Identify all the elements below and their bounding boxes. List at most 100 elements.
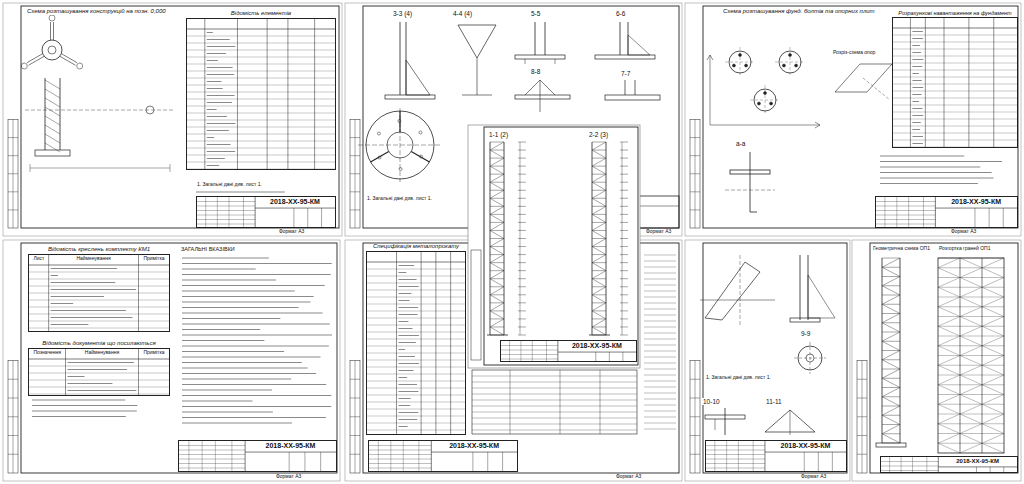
- grid-line: [367, 380, 465, 381]
- line-work: [472, 418, 637, 419]
- grid-line: [832, 452, 833, 471]
- line-work: [882, 397, 900, 406]
- line-work: [490, 295, 504, 303]
- line-work: [938, 336, 1004, 337]
- line-work: [862, 361, 863, 474]
- grid-line: [367, 310, 465, 311]
- line-work: [960, 434, 982, 444]
- line-work: [490, 182, 504, 183]
- grid-line: [367, 429, 465, 430]
- circle-detail: [782, 64, 785, 67]
- line-work: [644, 381, 676, 382]
- line-work: [32, 399, 125, 400]
- line-work: [490, 150, 504, 158]
- line-work: [600, 370, 601, 434]
- grid-line: [367, 401, 465, 402]
- cell-fill: [399, 314, 418, 315]
- frame-rect: [685, 240, 850, 481]
- line-work: [592, 238, 606, 239]
- grid-line: [29, 372, 169, 373]
- grid-line: [910, 18, 911, 147]
- line-work: [938, 375, 960, 385]
- circle-detail: [398, 120, 401, 123]
- line-work: [592, 262, 606, 263]
- line-work: [938, 365, 960, 375]
- line-work: [960, 356, 982, 366]
- line-work: [620, 22, 621, 55]
- format-mark: Формат А3: [615, 474, 642, 480]
- line-work: [490, 287, 504, 295]
- line-work: [592, 222, 606, 230]
- line-work: [982, 443, 1004, 453]
- line-work: [982, 434, 1004, 444]
- grid-line: [29, 386, 169, 387]
- grid-line: [187, 154, 335, 155]
- grid-line: [29, 285, 169, 286]
- grid-line: [974, 208, 975, 227]
- line-work: [620, 335, 628, 336]
- line-work: [960, 258, 982, 268]
- grid-line: [237, 19, 238, 170]
- line-work: [938, 365, 1004, 366]
- grid-line: [29, 299, 169, 300]
- line-work: [592, 222, 606, 223]
- cell-fill: [912, 80, 921, 81]
- grid-line: [29, 379, 169, 380]
- line-work: [472, 412, 637, 413]
- line-work: [592, 270, 606, 271]
- line-work: [938, 375, 1004, 376]
- line-work: [29, 56, 45, 65]
- cell-fill: [68, 390, 137, 391]
- title-block: 2018-ХХ-95-КМ: [178, 440, 337, 472]
- grid-line: [938, 457, 939, 472]
- cell-fill: [207, 123, 236, 124]
- section-mark: 2-2 (3): [588, 131, 609, 138]
- grid-line: [558, 352, 637, 353]
- line-work: [592, 158, 606, 159]
- circle-detail: [77, 63, 83, 69]
- grid-line: [893, 63, 1017, 64]
- header-row: ПозначенняНайменуванняПримітка: [29, 349, 169, 358]
- cell-fill: [912, 143, 922, 144]
- line-work: [635, 80, 636, 95]
- line-work: [490, 286, 504, 287]
- detail-title: Розріз-схема опор: [832, 50, 876, 56]
- line-work: [982, 336, 1004, 346]
- line-work: [45, 116, 60, 125]
- line-work: [982, 414, 1004, 424]
- format-mark: Формат А3: [275, 474, 302, 480]
- grid-line: [29, 365, 169, 366]
- grid-line: [893, 28, 1017, 29]
- grid-line: [367, 268, 465, 269]
- line-work: [592, 190, 606, 191]
- frame-rect: [690, 361, 700, 474]
- line-work: [45, 143, 60, 152]
- section-mark: а-а: [735, 140, 746, 147]
- outline-detail: [707, 55, 713, 60]
- title-block: 2018-ХХ-95-КМ: [705, 440, 847, 472]
- table-lines: [29, 255, 169, 332]
- line-work: [882, 351, 900, 360]
- line-work: [25, 110, 175, 111]
- line-work: [880, 155, 964, 156]
- line-work: [490, 303, 504, 311]
- cell-fill: [51, 303, 73, 304]
- grid-line: [204, 19, 205, 170]
- frame-rect: [790, 318, 820, 322]
- line-work: [13, 120, 14, 229]
- line-work: [882, 360, 900, 369]
- line-work: [490, 238, 504, 239]
- line-work: [518, 310, 526, 311]
- grid-line: [367, 317, 465, 318]
- frame-rect: [938, 258, 1004, 453]
- line-work: [182, 389, 272, 390]
- sheet-note: 1. Загальні дані див. лист 1.: [705, 375, 772, 381]
- frame-rect: [857, 361, 867, 474]
- grid-line: [29, 278, 169, 279]
- frame-rect: [3, 3, 342, 236]
- line-work: [490, 263, 504, 271]
- line-work: [45, 98, 60, 107]
- line-work: [592, 319, 606, 327]
- table-grid: [186, 18, 336, 170]
- grid-line: [367, 422, 465, 423]
